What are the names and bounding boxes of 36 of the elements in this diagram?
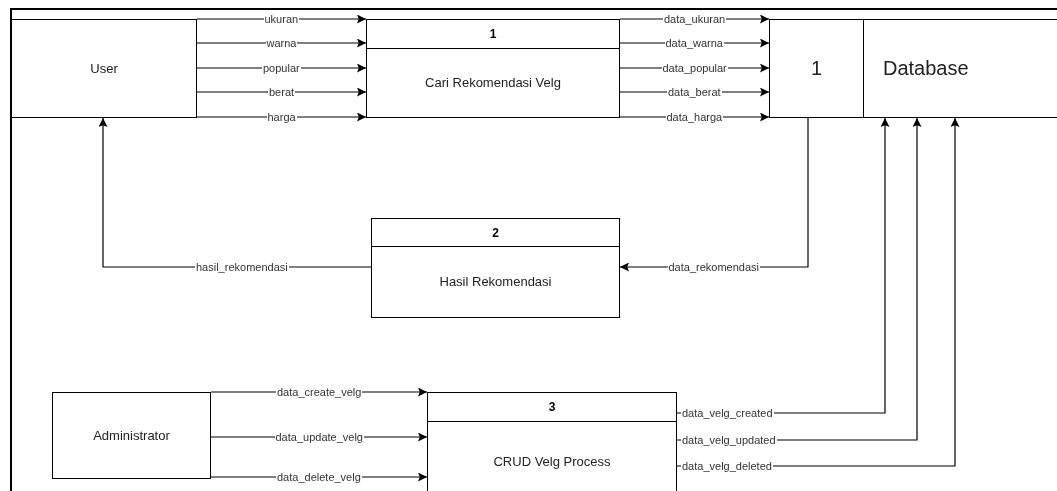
edge-label: data_update_velg [274, 431, 364, 443]
process-box [371, 218, 620, 318]
process-label: CRUD Velg Process [493, 453, 611, 469]
edge-label: hasil_rekomendasi [195, 261, 289, 273]
process-label: Hasil Rekomendasi [439, 274, 552, 289]
process-number: 3 [548, 400, 556, 414]
edge-label: data_popular [661, 62, 728, 74]
edge-label: data_velg_updated [681, 434, 777, 446]
edge-label: berat [268, 86, 296, 98]
edge-label: data_berat [667, 86, 722, 98]
arrow [196, 112, 367, 122]
process-number: 1 [489, 27, 497, 41]
process-box [366, 19, 620, 118]
edge-label: harga [266, 111, 297, 123]
edge-label: popular [262, 62, 301, 74]
entity-box [11, 19, 197, 118]
process-label: Cari Rekomendasi Velg [425, 75, 561, 90]
arrow [196, 87, 367, 97]
edge-label: ukuran [263, 13, 300, 25]
edge-label: data_warna [664, 37, 724, 49]
entity-label: Administrator [93, 428, 170, 443]
arrow [196, 38, 367, 48]
store-label: Database [883, 57, 969, 80]
edge-label: data_delete_velg [276, 471, 362, 483]
store-number: 1 [810, 57, 823, 80]
process-number: 2 [492, 225, 499, 240]
edge-label: data_create_velg [276, 386, 363, 398]
edge-label: data_rekomendasi [667, 261, 760, 273]
entity-box [52, 392, 211, 479]
edge-label: data_ukuran [663, 13, 727, 25]
edge-label: data_velg_created [681, 407, 774, 419]
edge-label: data_harga [665, 111, 724, 123]
data-store-box [769, 19, 1057, 118]
edge-label: data_velg_deleted [681, 460, 773, 472]
process-box [427, 392, 677, 491]
entity-label: User [90, 61, 118, 76]
